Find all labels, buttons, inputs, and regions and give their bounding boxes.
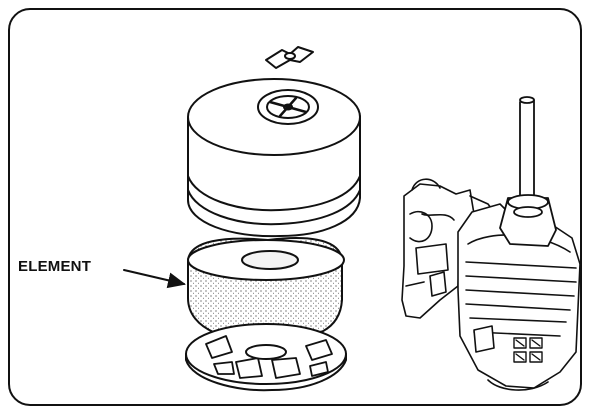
element-callout-label: ELEMENT xyxy=(18,258,91,275)
wing-nut xyxy=(266,47,313,68)
dipstick xyxy=(500,97,556,246)
air-cleaner-base xyxy=(186,324,346,390)
callout-arrow xyxy=(124,270,184,284)
air-cleaner-cover xyxy=(188,79,360,236)
